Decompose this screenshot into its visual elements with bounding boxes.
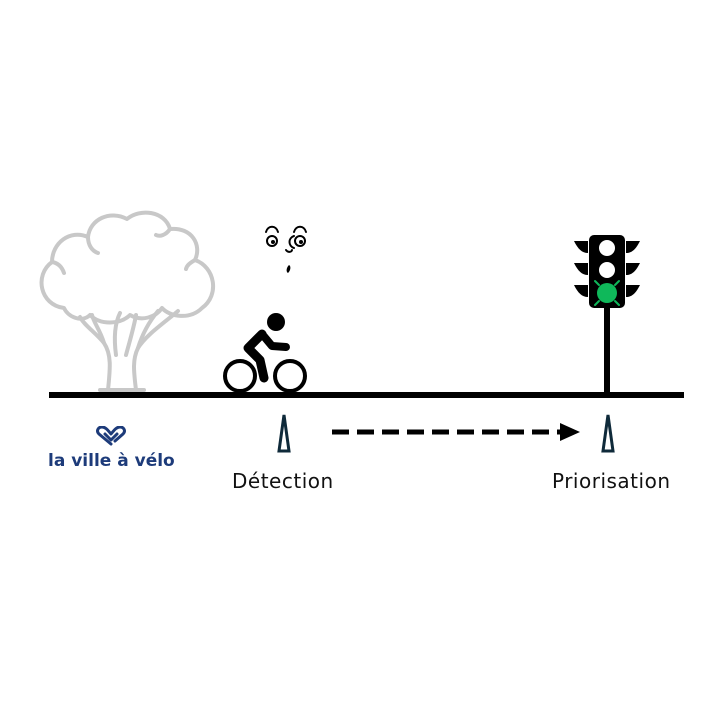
logo: la ville à vélo [48,426,178,476]
sensor-antenna-left-icon [277,413,291,453]
dashed-arrow-icon [330,420,585,444]
heart-loop-icon [93,426,129,448]
logo-text: la ville à vélo [48,451,175,471]
cyclist-icon [222,312,310,396]
road-line [49,392,684,398]
sensor-antenna-right-icon [601,413,615,453]
traffic-light-icon [572,235,642,395]
detection-label: Détection [232,469,334,493]
priorisation-label: Priorisation [552,469,671,493]
tree-icon [30,205,225,395]
surprised-face-icon [262,222,312,277]
